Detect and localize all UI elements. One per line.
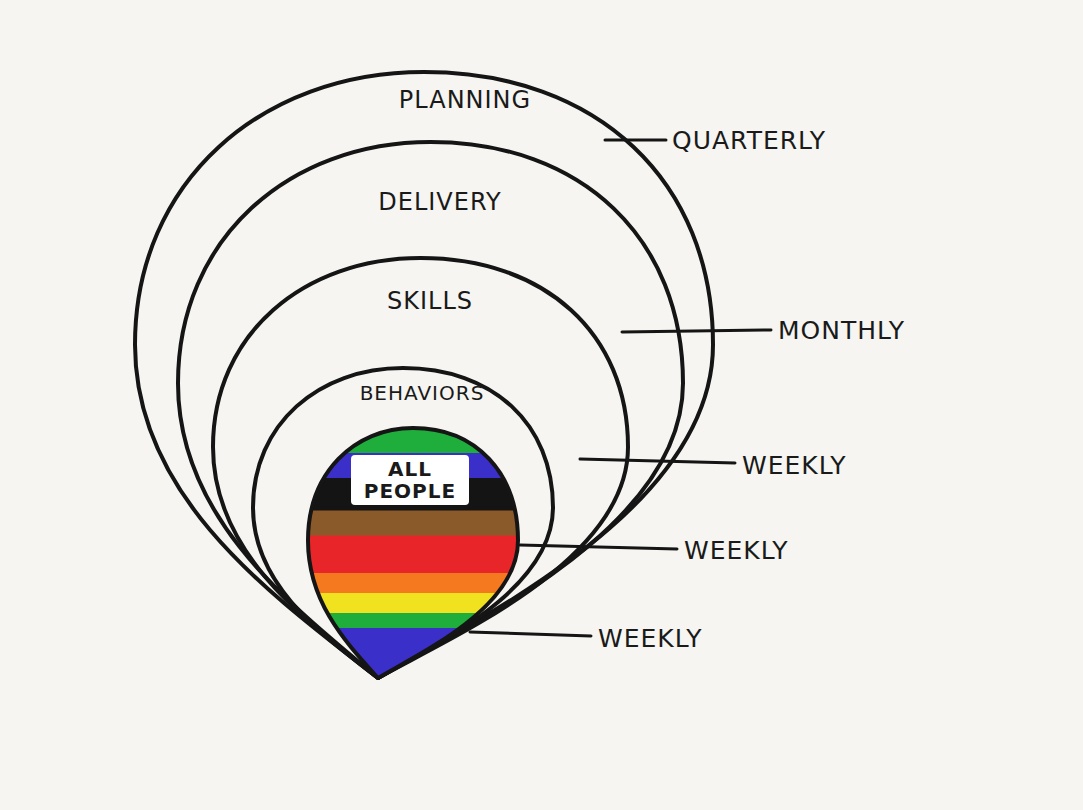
frequency-label: WEEKLY	[598, 624, 703, 653]
nested-teardrop: PLANNING DELIVERY SKILLS BEHAVIORS ALL PEOPL…	[135, 72, 713, 678]
rainbow-stripe	[308, 511, 518, 537]
teardrop-border	[135, 72, 713, 678]
core-teardrop: ALL PEOPLE	[308, 428, 518, 678]
rainbow-stripe	[308, 428, 518, 454]
rainbow-stripe	[308, 573, 518, 594]
rainbow-stripe	[308, 628, 518, 679]
leader-line	[605, 139, 666, 142]
layer-label: BEHAVIORS	[360, 381, 485, 405]
layer-label: DELIVERY	[378, 188, 501, 216]
frequency-label: MONTHLY	[778, 316, 905, 345]
nested-teardrop: BEHAVIORS ALL PEOPLE	[253, 368, 553, 678]
frequency-label: WEEKLY	[684, 536, 789, 565]
teardrop-border	[178, 142, 683, 678]
frequency-label: QUARTERLY	[672, 126, 826, 155]
leader-line	[622, 330, 771, 332]
core-label: ALL PEOPLE	[351, 455, 469, 505]
nested-teardrop: SKILLS BEHAVIORS ALL PEOPLE	[213, 258, 628, 678]
layer-label: SKILLS	[387, 287, 473, 315]
teardrop-border	[213, 258, 628, 678]
leader-line	[580, 459, 735, 463]
layer-label: PLANNING	[399, 86, 531, 114]
leader-line	[470, 632, 591, 636]
teardrop-border	[308, 428, 518, 678]
teardrop-border	[253, 368, 553, 678]
rainbow-stripe	[308, 613, 518, 629]
rainbow-stripe	[308, 536, 518, 575]
nested-teardrop: DELIVERY SKILLS BEHAVIORS ALL PEOPLE	[178, 142, 683, 678]
frequency-label: WEEKLY	[742, 451, 847, 480]
